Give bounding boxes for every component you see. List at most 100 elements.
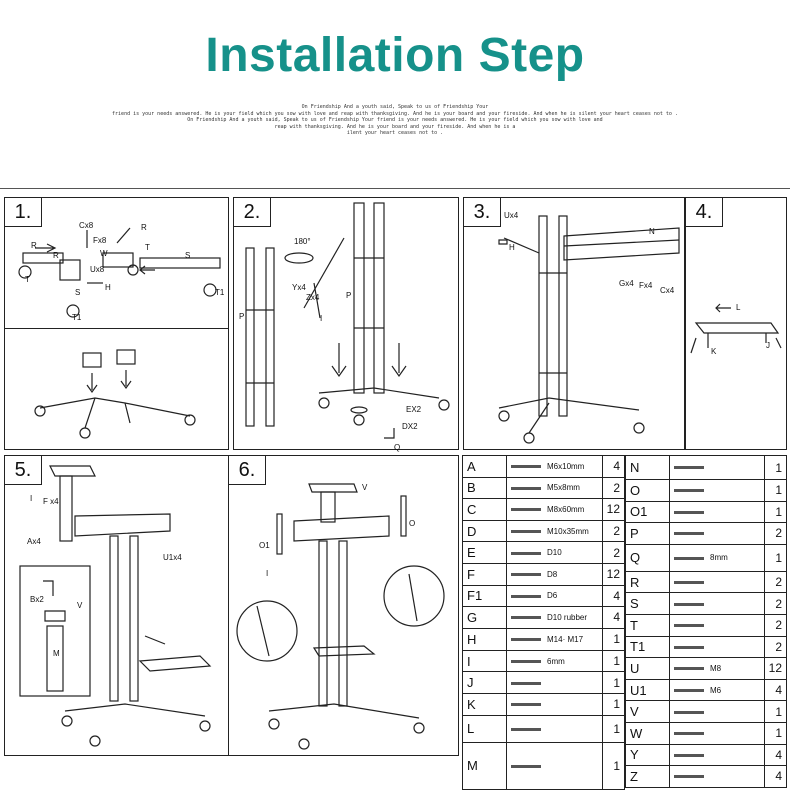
part-quantity: 4: [601, 455, 626, 478]
svg-text:N: N: [649, 227, 655, 236]
part-illustration: [669, 700, 765, 723]
svg-text:Cx4: Cx4: [660, 286, 675, 295]
step-number: 4.: [686, 198, 723, 227]
part-quantity: 1: [601, 627, 626, 651]
part-icon: [674, 624, 704, 628]
part-key: T1: [625, 635, 670, 659]
part-icon: [511, 764, 541, 768]
part-key: G: [462, 606, 507, 629]
step-4-panel: 4. L K J: [685, 197, 787, 450]
part-quantity: 1: [763, 700, 788, 723]
part-quantity: 2: [763, 613, 788, 637]
part-illustration: M8x60mm: [506, 498, 603, 521]
part-key: Z: [625, 765, 670, 788]
part-quantity: 4: [763, 678, 788, 702]
part-quantity: 1: [763, 721, 788, 745]
svg-text:Ux4: Ux4: [504, 211, 519, 220]
step-number: 3.: [464, 198, 501, 227]
part-key: B: [462, 476, 507, 500]
step-number: 5.: [5, 456, 42, 485]
svg-text:180°: 180°: [294, 237, 311, 246]
part-key: S: [625, 592, 670, 615]
part-key: O1: [625, 500, 670, 524]
part-icon: [511, 659, 541, 663]
step-6-panel: 6. V O1 O I: [228, 455, 459, 756]
page-title: Installation Step: [205, 29, 585, 82]
svg-text:EX2: EX2: [406, 405, 422, 414]
part-key: N: [625, 455, 670, 480]
part-illustration: [506, 714, 603, 743]
svg-text:I: I: [320, 314, 322, 323]
svg-text:H: H: [509, 243, 515, 252]
part-row: G D10 rubber 4: [462, 606, 626, 629]
part-illustration: [669, 765, 765, 788]
part-icon: [674, 466, 704, 470]
part-illustration: [669, 522, 765, 545]
divider: [0, 188, 790, 189]
step-5-panel: 5. I F x4 Ax4 U1x4 Bx2 V M: [4, 455, 229, 756]
part-illustration: [669, 500, 765, 524]
svg-text:R: R: [31, 241, 37, 250]
part-quantity: 1: [601, 714, 626, 743]
part-icon: [674, 489, 704, 493]
part-quantity: 2: [763, 570, 788, 594]
part-description: D10 rubber: [547, 612, 588, 622]
part-icon: [511, 703, 541, 707]
part-icon: [511, 594, 541, 598]
part-icon: [674, 580, 704, 584]
part-illustration: M10x35mm: [506, 519, 603, 543]
part-description: 8mm: [710, 553, 728, 563]
part-quantity: 4: [601, 584, 626, 608]
part-quantity: 1: [601, 649, 626, 673]
subtitle-line: friend is your needs answered. He is you…: [112, 110, 678, 117]
svg-text:Q: Q: [394, 443, 400, 452]
svg-text:O: O: [409, 519, 415, 528]
part-illustration: [669, 455, 765, 480]
svg-text:V: V: [77, 601, 83, 610]
part-icon: [511, 529, 541, 533]
part-illustration: D6: [506, 584, 603, 608]
svg-text:F x4: F x4: [43, 497, 59, 506]
part-illustration: D10: [506, 541, 603, 564]
part-row: T1 2: [625, 635, 788, 659]
part-key: Q: [625, 543, 670, 572]
part-icon: [674, 753, 704, 757]
step-2-illustration: 180° P Yx4 Zx4 I P EX2 DX2 Q: [239, 202, 450, 452]
svg-text:I: I: [30, 494, 32, 503]
part-key: V: [625, 700, 670, 723]
part-key: C: [462, 498, 507, 521]
part-quantity: 4: [601, 606, 626, 629]
part-illustration: 6mm: [506, 649, 603, 673]
part-quantity: 4: [763, 765, 788, 788]
step-4-illustration: L K J: [690, 303, 782, 356]
part-illustration: D10 rubber: [506, 606, 603, 629]
part-icon: [511, 551, 541, 555]
svg-text:Ax4: Ax4: [27, 537, 41, 546]
part-key: H: [462, 627, 507, 651]
svg-text:T1: T1: [215, 288, 225, 297]
part-illustration: M8: [669, 657, 765, 680]
subtitle-line: On Friendship And a youth said, Speak to…: [187, 117, 603, 123]
part-illustration: [506, 741, 603, 790]
part-description: M6x10mm: [547, 461, 585, 471]
part-description: D10: [547, 548, 562, 558]
part-illustration: [669, 613, 765, 637]
part-icon: [674, 645, 704, 649]
part-quantity: 2: [763, 635, 788, 659]
part-illustration: M6: [669, 678, 765, 702]
